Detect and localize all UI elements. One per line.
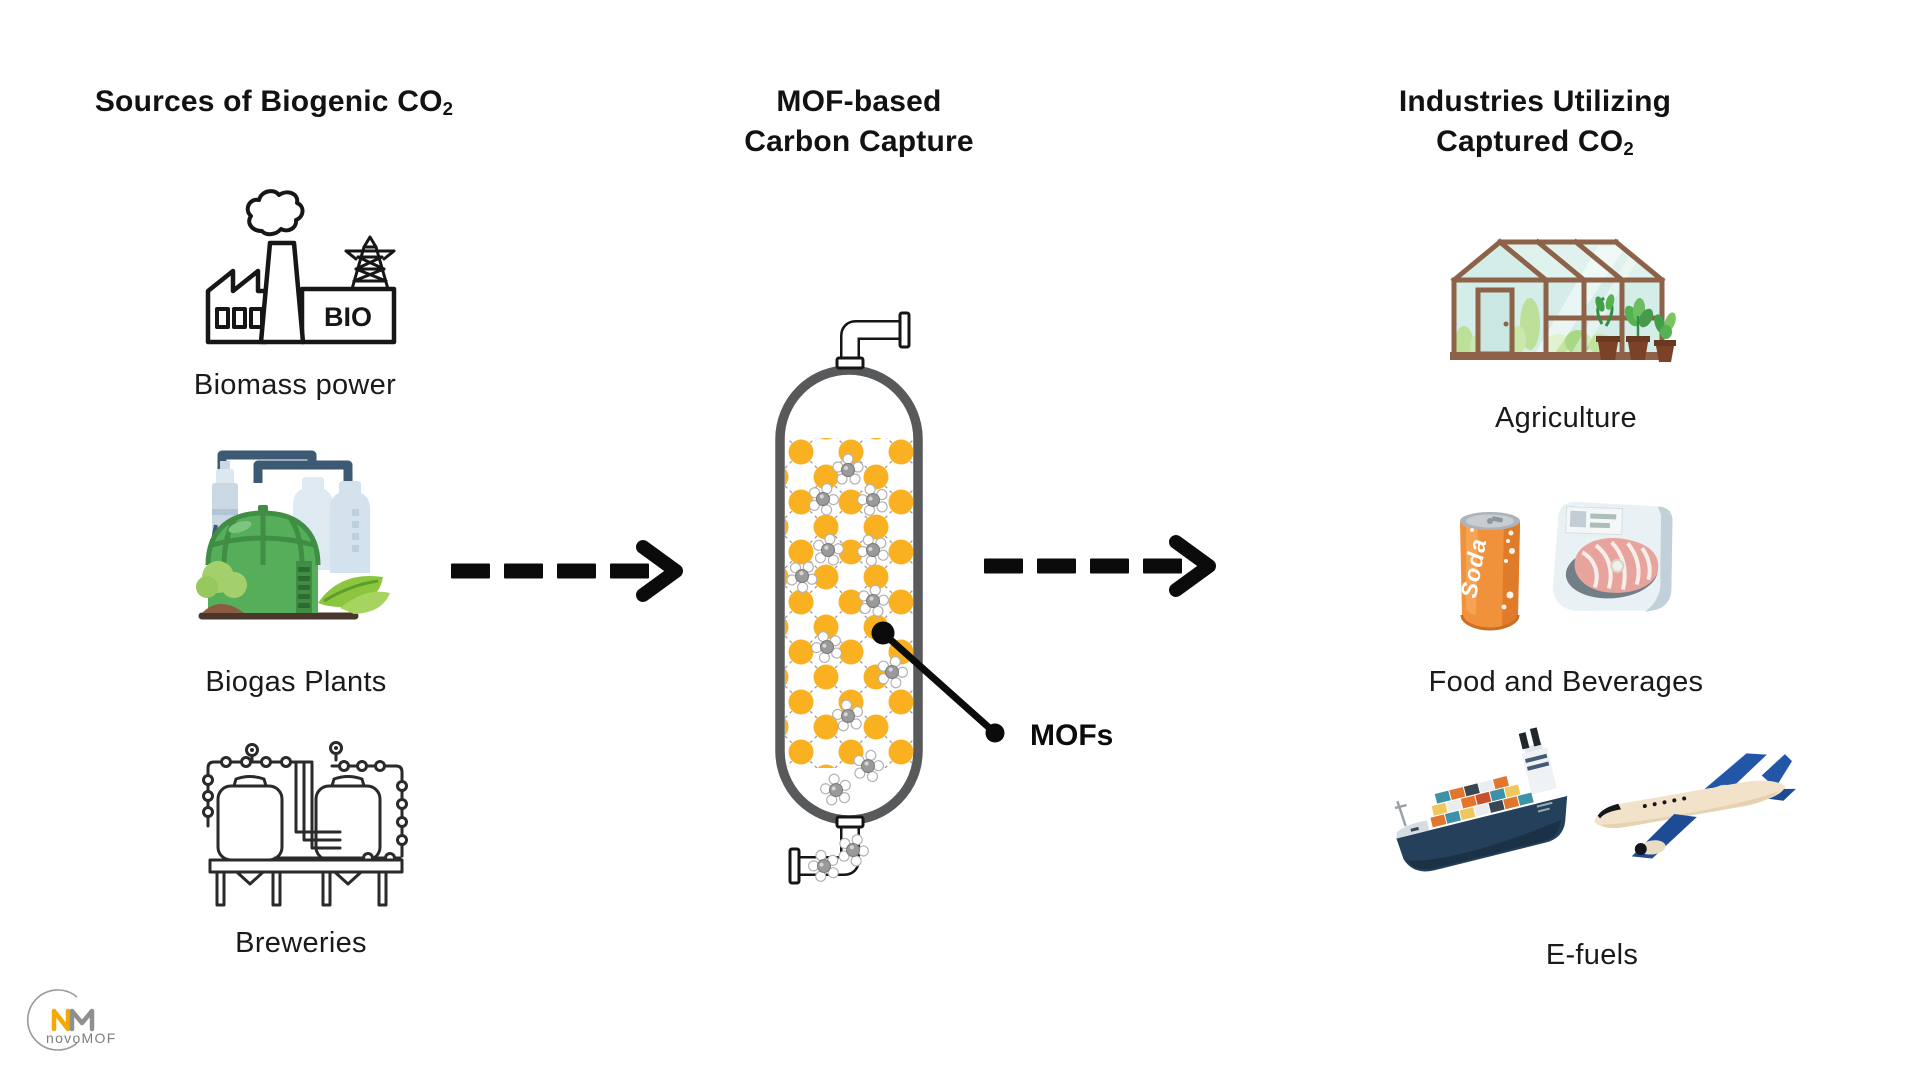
agriculture-label: Agriculture bbox=[1495, 402, 1637, 434]
cabin-windows bbox=[1642, 796, 1687, 809]
fuselage bbox=[1594, 780, 1786, 828]
factory-window bbox=[232, 307, 247, 329]
smoke-cloud-icon bbox=[245, 189, 305, 237]
logo-wordmark: novoMOF bbox=[46, 1030, 117, 1046]
package-label bbox=[1565, 506, 1624, 536]
industries-header-line1: Industries Utilizing bbox=[1398, 85, 1672, 118]
pylon-icon bbox=[344, 235, 396, 291]
pressure-gauges bbox=[245, 741, 343, 764]
brew-tanks bbox=[216, 775, 382, 886]
biogas-plant-icon bbox=[196, 450, 390, 620]
factory-window bbox=[249, 307, 264, 329]
food-and-beverages-label: Food and Beverages bbox=[1428, 666, 1704, 698]
digester-dome bbox=[205, 505, 321, 613]
logo-arc bbox=[26, 989, 78, 1051]
inlet-pipe bbox=[840, 311, 911, 378]
e-fuels-label: E-fuels bbox=[1545, 939, 1639, 971]
greenhouse-icon bbox=[1450, 238, 1676, 362]
bubbles bbox=[1470, 528, 1515, 610]
base-bar bbox=[1450, 352, 1666, 360]
tail-fin bbox=[1761, 754, 1792, 788]
outlet-pipe bbox=[788, 812, 860, 885]
chimney bbox=[258, 240, 306, 345]
co2-subscript: 2 bbox=[1623, 138, 1634, 160]
brew-pipes bbox=[202, 756, 408, 864]
cargo-ship-icon bbox=[1394, 727, 1568, 872]
factory-building bbox=[205, 268, 269, 345]
biomass-power-label: Biomass power bbox=[193, 369, 397, 401]
industries-header: Industries Utilizing Captured CO2 bbox=[1385, 82, 1685, 169]
bow-mast bbox=[1394, 800, 1407, 827]
containers bbox=[1430, 776, 1534, 828]
airplane-icon bbox=[1594, 753, 1796, 859]
leaves bbox=[318, 576, 390, 614]
potted-plants bbox=[1595, 294, 1676, 362]
bush bbox=[196, 561, 247, 613]
door bbox=[1475, 287, 1515, 357]
superstructure bbox=[1518, 727, 1557, 795]
plant-pipes bbox=[217, 450, 353, 493]
brewery-tanks-icon bbox=[202, 741, 408, 907]
mofs-label: MOFs bbox=[1030, 719, 1114, 752]
platform bbox=[208, 858, 404, 907]
greenhouse-frame bbox=[1450, 238, 1666, 357]
biomass-factory-icon: BIO bbox=[205, 189, 397, 345]
top-collar bbox=[835, 356, 865, 370]
bottom-collar bbox=[835, 815, 865, 829]
flow-arrow-sources-to-capture bbox=[451, 540, 683, 602]
logo-mark-gray bbox=[69, 1008, 95, 1032]
co2-subscript: 2 bbox=[442, 98, 454, 120]
biogas-plants-label: Biogas Plants bbox=[205, 666, 387, 698]
novomof-logo: novoMOF bbox=[26, 989, 117, 1051]
factory-window bbox=[215, 307, 230, 329]
steak bbox=[1565, 538, 1659, 599]
sources-header: Sources of Biogenic CO2 bbox=[94, 82, 454, 129]
cockpit-window bbox=[1597, 803, 1622, 819]
capture-header: MOF-based Carbon Capture bbox=[709, 82, 1009, 162]
mofs-pointer bbox=[871, 621, 1005, 743]
sources-header-text: Sources of Biogenic CO bbox=[94, 85, 443, 118]
flow-arrow-capture-to-industries bbox=[984, 535, 1216, 597]
bio-label: BIO bbox=[324, 302, 372, 332]
industries-header-line2: Captured CO2 bbox=[1436, 125, 1634, 160]
soda-can-icon: Soda bbox=[1455, 512, 1520, 631]
logo-mark-orange bbox=[51, 1008, 71, 1032]
packaged-meat-icon bbox=[1552, 501, 1673, 612]
capture-header-line2: Carbon Capture bbox=[744, 125, 974, 158]
breweries-label: Breweries bbox=[235, 927, 367, 959]
capture-header-line1: MOF-based bbox=[776, 85, 942, 118]
capture-column-icon bbox=[775, 311, 1005, 885]
